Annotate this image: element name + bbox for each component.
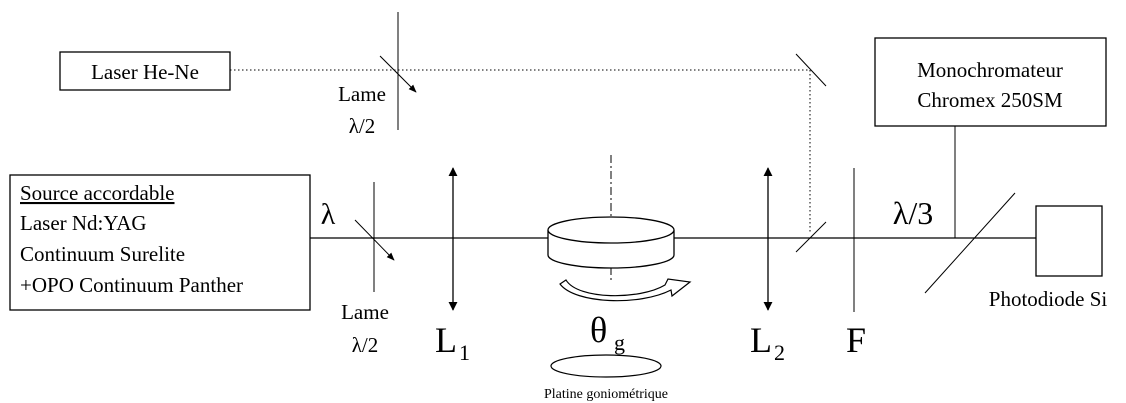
- photodiode: Photodiode Si: [989, 205, 1108, 311]
- lens-l2-letter: L: [750, 320, 772, 360]
- waveplate-top-arrow: [379, 55, 417, 93]
- sample-top: [547, 216, 675, 244]
- photodiode-box: [1035, 205, 1103, 277]
- tunable-source-opo: +OPO Continuum Panther: [20, 273, 243, 297]
- he-ne-laser: Laser He-Ne: [59, 51, 231, 91]
- he-ne-beam: [230, 69, 811, 232]
- combining-mirror: [795, 221, 827, 253]
- theta-symbol: θ: [590, 310, 607, 350]
- beam-splitter: [924, 192, 1016, 294]
- tunable-source-title: Source accordable: [20, 181, 175, 205]
- monochromator-box: [874, 37, 1107, 127]
- photodiode-label: Photodiode Si: [989, 287, 1108, 311]
- waveplate-top-value: λ/2: [349, 114, 376, 138]
- wavelength-label: λ: [321, 198, 336, 231]
- waveplate-bottom-value: λ/2: [352, 333, 379, 357]
- goniometric-stage-label: Platine goniométrique: [544, 387, 668, 402]
- lambda-third-label: λ/3: [893, 195, 933, 231]
- monochromator-name: Monochromateur: [917, 58, 1063, 82]
- waveplate-bottom-label: Lame: [341, 300, 389, 324]
- tunable-source-laser: Laser Nd:YAG: [20, 211, 147, 235]
- filter-label: F: [846, 320, 866, 360]
- lens-l2-index: 2: [774, 340, 785, 365]
- tunable-source-surelite: Continuum Surelite: [20, 242, 185, 266]
- top-mirror: [795, 53, 827, 87]
- sample: [547, 216, 675, 269]
- monochromator-model: Chromex 250SM: [917, 88, 1063, 112]
- waveplate-bottom-arrow: [354, 219, 395, 261]
- waveplate-top: Lame λ/2: [338, 12, 417, 138]
- goniometric-stage: [550, 354, 662, 378]
- rotation-arrow-icon: [559, 278, 692, 302]
- lens-l2: L 2: [750, 167, 785, 365]
- tunable-source-box: [9, 174, 311, 311]
- he-ne-laser-box: [59, 51, 231, 91]
- theta-subscript: g: [614, 330, 625, 355]
- monochromator: Monochromateur Chromex 250SM: [874, 37, 1107, 127]
- lens-l1-letter: L: [435, 320, 457, 360]
- waveplate-top-label: Lame: [338, 82, 386, 106]
- tunable-source: Source accordable Laser Nd:YAG Continuum…: [9, 174, 311, 311]
- waveplate-bottom: Lame λ/2: [341, 182, 395, 357]
- lens-l1: L 1: [435, 167, 470, 365]
- filter: F: [846, 168, 866, 360]
- he-ne-laser-label: Laser He-Ne: [91, 60, 199, 84]
- lens-l1-index: 1: [459, 340, 470, 365]
